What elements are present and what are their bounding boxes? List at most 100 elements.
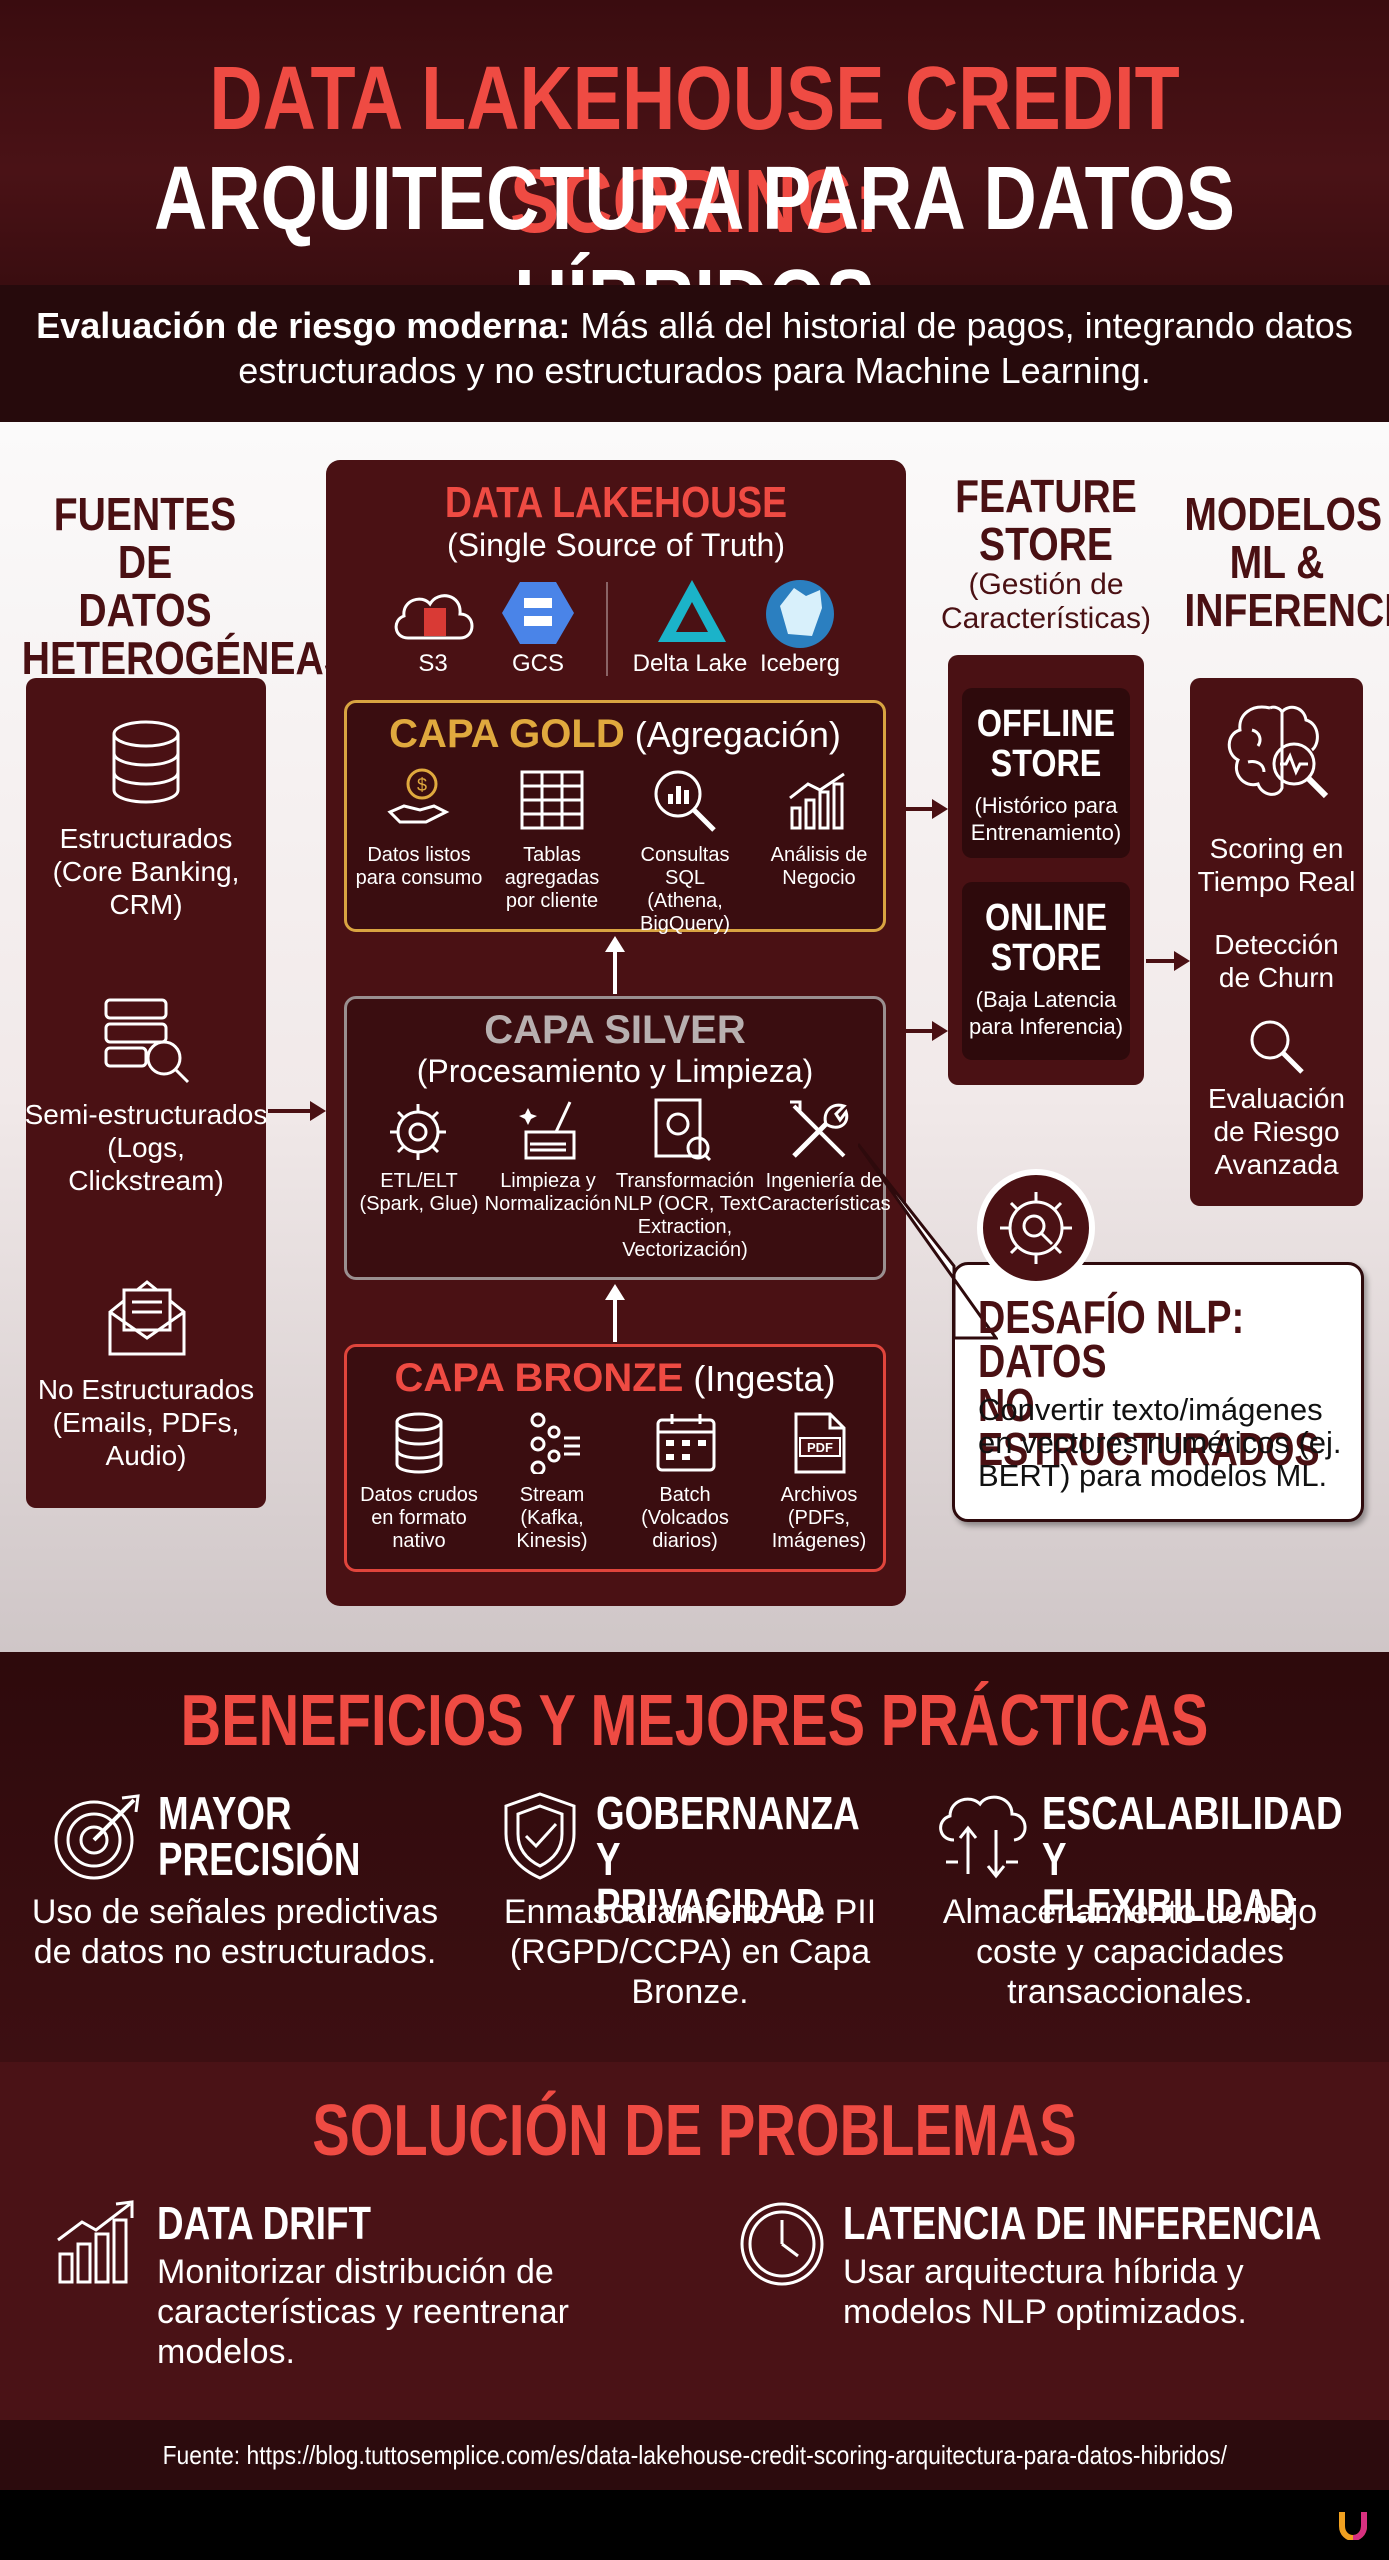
bronze-layer-title: CAPA BRONZE (Ingesta) xyxy=(394,1356,836,1400)
subtitle-bold: Evaluación de riesgo moderna: xyxy=(36,305,571,346)
arrow-gold-to-offline xyxy=(906,799,948,819)
iceberg-icon xyxy=(766,580,834,648)
footer-source: Fuente: https://blog.tuttosemplice.com/e… xyxy=(0,2420,1389,2490)
models-panel xyxy=(1190,678,1363,1206)
problem-latency-text: Usar arquitectura híbrida y modelos NLP … xyxy=(843,2253,1247,2331)
benefit-precision-text: Uso de señales predictivas de datos no e… xyxy=(31,1893,439,1971)
subtitle-text: Más allá del historial de pagos, integra… xyxy=(238,305,1353,391)
brain-ai-icon xyxy=(1227,705,1329,799)
sources-panel xyxy=(26,678,266,1508)
bronze-item-stream: Stream(Kafka,Kinesis) xyxy=(516,1484,588,1552)
raw-database-icon xyxy=(395,1412,443,1474)
arrow-online-to-models xyxy=(1146,951,1190,971)
benefits-section xyxy=(0,1652,1389,2062)
online-store: ONLINE STORE (Baja Latencia para Inferen… xyxy=(962,882,1130,1060)
benefits-title: BENEFICIOS Y MEJORES PRÁCTICAS xyxy=(180,1681,1209,1761)
subtitle: Evaluación de riesgo moderna: Más allá d… xyxy=(0,285,1389,422)
gear-arrow-icon xyxy=(390,1104,446,1160)
cloud-arrows-icon xyxy=(939,1795,1027,1879)
target-icon xyxy=(54,1794,140,1880)
gold-item-sql-queries: Consultas SQL(Athena,BigQuery) xyxy=(639,844,731,935)
server-search-icon xyxy=(104,998,190,1084)
arrow-bronze-to-silver xyxy=(605,1284,625,1342)
storage-iceberg: Iceberg xyxy=(759,650,841,677)
silver-layer-title: CAPA SILVER xyxy=(484,1008,746,1052)
problems-title: SOLUCIÓN DE PROBLEMAS xyxy=(312,2091,1077,2171)
problems-section xyxy=(0,2062,1389,2420)
chart-up-icon xyxy=(57,2200,134,2284)
source-semi-structured: Semi-estructurados(Logs,Clickstream) xyxy=(24,1099,268,1196)
nlp-gear-search-icon xyxy=(977,1169,1095,1287)
benefit-governance-text: Enmascaramiento de PII (RGPD/CCPA) en Ca… xyxy=(503,1893,877,2011)
problem-latency-heading: LATENCIA DE INFERENCIA xyxy=(843,2197,1322,2249)
bronze-item-files: Archivos(PDFs,Imágenes) xyxy=(771,1484,867,1552)
bar-chart-icon xyxy=(789,772,845,830)
cleaning-brush-icon xyxy=(519,1101,576,1160)
svg-text:PDF: PDF xyxy=(807,1440,833,1455)
s3-cloud-icon xyxy=(394,594,474,640)
source-unstructured: No Estructurados(Emails, PDFs,Audio) xyxy=(37,1374,255,1471)
title-line-1: DATA LAKEHOUSE CREDIT SCORING: xyxy=(209,49,1180,252)
svg-text:$: $ xyxy=(417,775,427,795)
gold-layer-title: CAPA GOLD (Agregación) xyxy=(389,712,841,756)
nlp-challenge-text: Convertir texto/imágenes en vectores num… xyxy=(978,1392,1342,1493)
callout-pointer xyxy=(858,1143,998,1340)
arrow-silver-to-online xyxy=(906,1021,948,1041)
nlp-challenge-callout xyxy=(952,1262,1364,1522)
problem-data-drift-heading: DATA DRIFT xyxy=(157,2197,371,2249)
lakehouse-subtitle: (Single Source of Truth) xyxy=(447,527,785,563)
source-structured: Estructurados(Core Banking,CRM) xyxy=(52,823,240,920)
header-banner xyxy=(0,0,1389,285)
problem-data-drift-text: Monitorizar distribución de característi… xyxy=(157,2253,569,2371)
delta-lake-icon xyxy=(658,580,726,642)
shield-icon xyxy=(504,1792,576,1880)
brand-logo-icon xyxy=(1339,2512,1367,2540)
pdf-file-icon: PDF xyxy=(794,1412,846,1474)
tools-icon xyxy=(790,1100,849,1158)
arrow-silver-to-gold xyxy=(605,936,625,994)
document-gear-icon xyxy=(654,1098,712,1162)
calendar-icon xyxy=(656,1414,716,1472)
database-icon xyxy=(112,720,180,804)
gcs-icon xyxy=(502,582,574,644)
storage-divider xyxy=(606,582,608,676)
silver-item-etl: ETL/ELT(Spark, Glue) xyxy=(359,1170,479,1215)
search-chart-icon xyxy=(654,770,716,832)
footer-source-link[interactable]: Fuente: https://blog.tuttosemplice.com/e… xyxy=(162,2440,1227,2470)
storage-delta-lake: Delta Lake xyxy=(632,650,748,677)
table-grid-icon xyxy=(520,770,584,830)
storage-gcs: GCS xyxy=(511,650,564,677)
magnifier-icon xyxy=(1250,1020,1304,1074)
storage-s3: S3 xyxy=(418,650,448,677)
silver-layer xyxy=(344,996,886,1280)
offline-store: OFFLINE STORE (Histórico para Entrenamie… xyxy=(962,688,1130,858)
hand-coin-icon: $ xyxy=(387,768,450,824)
gold-layer xyxy=(344,700,886,932)
silver-layer-desc: (Procesamiento y Limpieza) xyxy=(416,1053,814,1089)
clock-icon xyxy=(740,2202,824,2286)
stream-nodes-icon xyxy=(530,1412,580,1474)
lakehouse-title: DATA LAKEHOUSE xyxy=(444,478,788,527)
bottom-bar xyxy=(0,2490,1389,2560)
arrow-sources-to-lakehouse xyxy=(268,1101,326,1121)
envelope-icon xyxy=(108,1280,186,1356)
